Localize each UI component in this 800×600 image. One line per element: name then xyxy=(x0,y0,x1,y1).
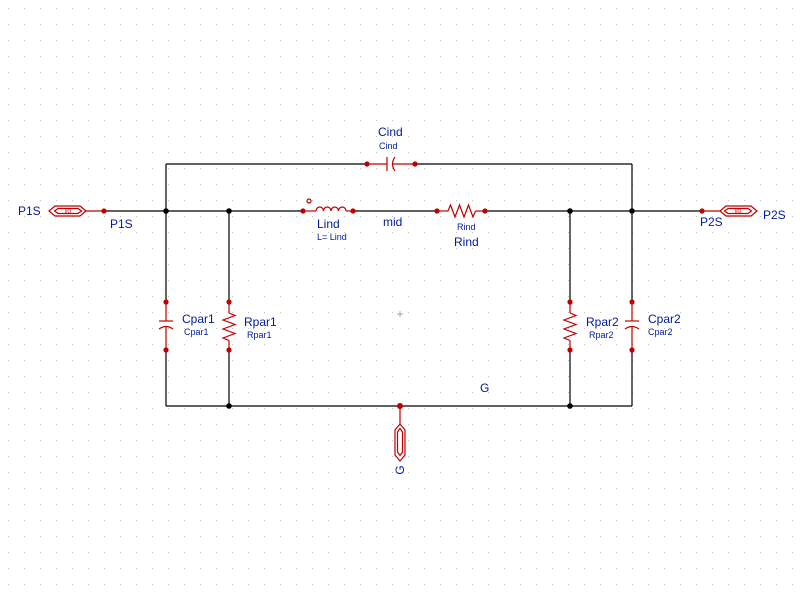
component-value-cpar2: Cpar2 xyxy=(648,327,673,337)
junction-dot xyxy=(226,403,232,409)
net-label-p2s: P2S xyxy=(700,215,723,229)
pin-dot xyxy=(163,299,169,305)
component-rind[interactable]: Rind Rind xyxy=(434,203,488,249)
pin-dot xyxy=(350,208,356,214)
pin-dot xyxy=(412,161,418,167)
port-label-p2s: P2S xyxy=(763,208,786,222)
junction-dot xyxy=(226,208,232,214)
pin-dot xyxy=(699,208,705,214)
junction-dot xyxy=(567,208,573,214)
pin-dot xyxy=(101,208,107,214)
component-cpar2[interactable]: Cpar2 Cpar2 xyxy=(624,299,681,353)
component-value-rpar1: Rpar1 xyxy=(247,330,272,340)
pin-dot xyxy=(397,403,403,409)
port-label-g: G xyxy=(393,465,407,474)
net-label-mid: mid xyxy=(383,215,402,229)
pin-dot xyxy=(163,347,169,353)
pin-dot xyxy=(300,208,306,214)
net-label-p1s: P1S xyxy=(110,217,133,231)
resistor-icon xyxy=(447,203,477,219)
pin-dot xyxy=(482,208,488,214)
inductor-icon xyxy=(315,206,347,212)
junction-dot xyxy=(629,208,635,214)
port-p2s[interactable]: I/O P2S xyxy=(699,205,786,222)
polarity-dot xyxy=(306,198,312,204)
pin-dot xyxy=(567,299,573,305)
component-value-rind: Rind xyxy=(457,222,476,232)
pin-dot xyxy=(567,347,573,353)
pin-dot xyxy=(434,208,440,214)
component-rpar1[interactable]: Rpar1 Rpar1 xyxy=(221,299,277,353)
pin-dot xyxy=(226,347,232,353)
component-label-cind: Cind xyxy=(378,125,403,139)
pin-dot xyxy=(629,299,635,305)
port-g[interactable]: G xyxy=(393,403,407,475)
junctions xyxy=(163,208,635,409)
component-cpar1[interactable]: Cpar1 Cpar1 xyxy=(158,299,215,353)
component-rpar2[interactable]: Rpar2 Rpar2 xyxy=(562,299,619,353)
svg-text:I/O: I/O xyxy=(735,209,742,215)
component-value-cpar1: Cpar1 xyxy=(184,327,209,337)
junction-dot xyxy=(567,403,573,409)
resistor-icon xyxy=(221,312,237,342)
component-label-lind: Lind xyxy=(317,217,340,231)
pin-dot xyxy=(364,161,370,167)
resistor-icon xyxy=(562,312,578,342)
component-label-rind: Rind xyxy=(454,235,479,249)
origin-marker: + xyxy=(396,307,403,321)
component-cind[interactable]: Cind Cind xyxy=(364,125,418,172)
component-label-cpar2: Cpar2 xyxy=(648,312,681,326)
port-p1s[interactable]: I/O P1S xyxy=(18,204,107,218)
component-lind[interactable]: Lind L= Lind xyxy=(300,198,356,242)
port-label-p1s: P1S xyxy=(18,204,41,218)
component-value-lind: L= Lind xyxy=(317,232,347,242)
svg-text:I/O: I/O xyxy=(65,209,72,215)
wires xyxy=(104,163,702,407)
component-value-cind: Cind xyxy=(379,141,398,151)
component-label-rpar2: Rpar2 xyxy=(586,315,619,329)
component-label-cpar1: Cpar1 xyxy=(182,312,215,326)
component-value-rpar2: Rpar2 xyxy=(589,330,614,340)
port-io-icon xyxy=(48,205,87,217)
pin-dot xyxy=(629,347,635,353)
port-io-icon xyxy=(719,205,758,217)
component-label-rpar1: Rpar1 xyxy=(244,315,277,329)
pin-dot xyxy=(226,299,232,305)
junction-dot xyxy=(163,208,169,214)
net-label-g: G xyxy=(480,381,489,395)
port-io-icon xyxy=(394,423,406,462)
